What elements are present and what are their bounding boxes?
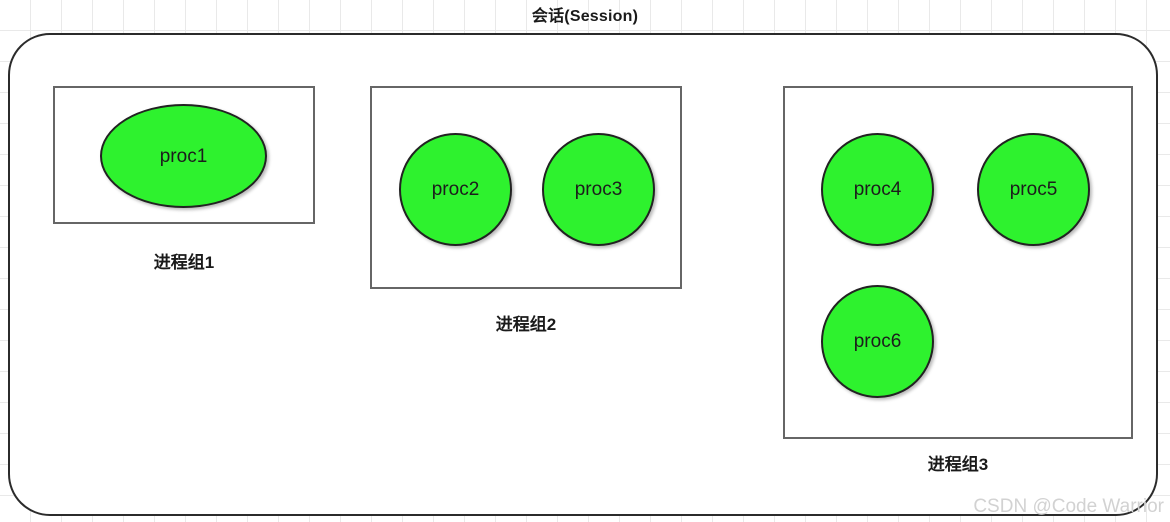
process-label: proc4 <box>853 179 902 200</box>
process-node-proc1[interactable]: proc1 <box>100 104 267 208</box>
process-label: proc2 <box>431 179 480 200</box>
process-node-proc2[interactable]: proc2 <box>399 133 512 246</box>
process-node-proc5[interactable]: proc5 <box>977 133 1090 246</box>
process-label: proc3 <box>574 179 623 200</box>
process-group-3-label: 进程组3 <box>927 455 989 474</box>
process-node-proc3[interactable]: proc3 <box>542 133 655 246</box>
session-title: 会话(Session) <box>531 8 639 25</box>
process-label: proc5 <box>1009 179 1058 200</box>
process-group-1-label: 进程组1 <box>153 253 215 272</box>
process-node-proc6[interactable]: proc6 <box>821 285 934 398</box>
process-group-3-box <box>783 86 1133 439</box>
process-label: proc6 <box>853 331 902 352</box>
process-label: proc1 <box>159 145 208 167</box>
process-node-proc4[interactable]: proc4 <box>821 133 934 246</box>
process-group-2-label: 进程组2 <box>495 315 557 334</box>
